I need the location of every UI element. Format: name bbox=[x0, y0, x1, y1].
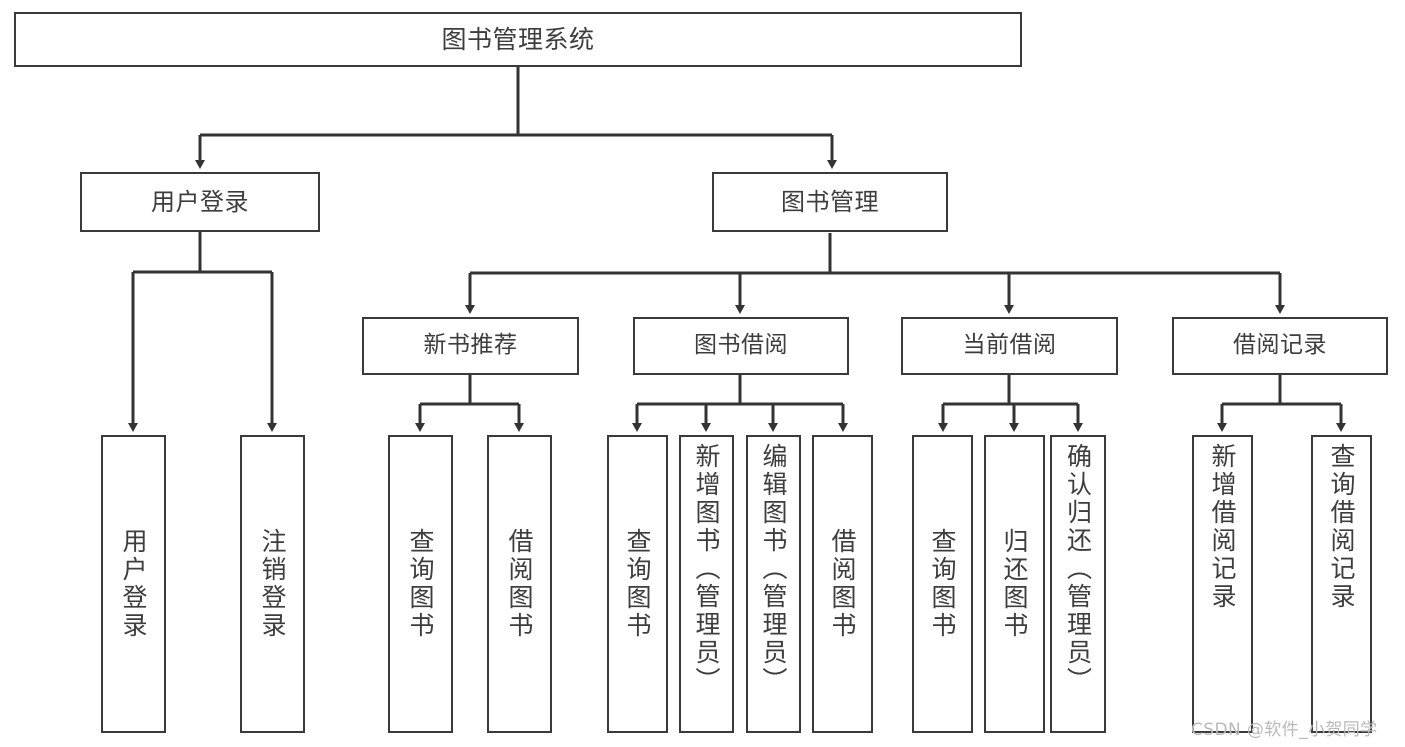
node-root-book-management-system[interactable]: 图书管理系统 bbox=[14, 12, 1022, 67]
leaf-query-book-recommend[interactable]: 查询图书 bbox=[388, 435, 453, 733]
node-label: 查询借阅记录 bbox=[1327, 443, 1356, 611]
node-label: 新增借阅记录 bbox=[1208, 443, 1237, 611]
node-label: 图书管理系统 bbox=[441, 24, 595, 54]
node-label: 图书管理 bbox=[781, 187, 879, 216]
node-label: 借阅图书 bbox=[505, 528, 534, 640]
node-label: 当前借阅 bbox=[962, 332, 1057, 359]
node-label: 借阅记录 bbox=[1233, 332, 1327, 359]
node-book-management[interactable]: 图书管理 bbox=[712, 172, 948, 232]
node-new-book-recommend[interactable]: 新书推荐 bbox=[362, 317, 579, 375]
leaf-query-borrow-record[interactable]: 查询借阅记录 bbox=[1311, 435, 1372, 733]
node-label: 归还图书 bbox=[1000, 528, 1029, 640]
node-user-login[interactable]: 用户登录 bbox=[80, 172, 320, 232]
leaf-borrow-book-recommend[interactable]: 借阅图书 bbox=[487, 435, 552, 733]
node-borrow-record[interactable]: 借阅记录 bbox=[1172, 317, 1388, 375]
leaf-borrow-book[interactable]: 借阅图书 bbox=[812, 435, 873, 733]
leaf-user-login[interactable]: 用户登录 bbox=[101, 435, 166, 733]
node-label: 注销登录 bbox=[258, 528, 287, 640]
node-label: 编辑图书（管理员） bbox=[759, 443, 788, 695]
leaf-add-book-admin[interactable]: 新增图书（管理员） bbox=[679, 435, 734, 733]
node-label: 新书推荐 bbox=[423, 332, 518, 359]
leaf-query-book-current[interactable]: 查询图书 bbox=[912, 435, 973, 733]
node-label: 图书借阅 bbox=[694, 332, 788, 359]
node-current-borrow[interactable]: 当前借阅 bbox=[901, 317, 1118, 375]
leaf-edit-book-admin[interactable]: 编辑图书（管理员） bbox=[746, 435, 801, 733]
node-label: 借阅图书 bbox=[828, 528, 857, 640]
leaf-confirm-return-admin[interactable]: 确认归还（管理员） bbox=[1050, 435, 1106, 733]
leaf-query-book-borrow[interactable]: 查询图书 bbox=[607, 435, 668, 733]
node-label: 新增图书（管理员） bbox=[692, 443, 721, 695]
node-label: 查询图书 bbox=[928, 528, 957, 640]
node-label: 确认归还（管理员） bbox=[1063, 443, 1093, 695]
leaf-add-borrow-record[interactable]: 新增借阅记录 bbox=[1192, 435, 1253, 733]
node-label: 查询图书 bbox=[406, 528, 435, 640]
leaf-return-book[interactable]: 归还图书 bbox=[984, 435, 1045, 733]
node-label: 用户登录 bbox=[151, 187, 249, 216]
node-label: 查询图书 bbox=[623, 528, 652, 640]
node-book-borrow[interactable]: 图书借阅 bbox=[633, 317, 849, 375]
leaf-logout[interactable]: 注销登录 bbox=[240, 435, 305, 733]
node-label: 用户登录 bbox=[119, 528, 148, 640]
